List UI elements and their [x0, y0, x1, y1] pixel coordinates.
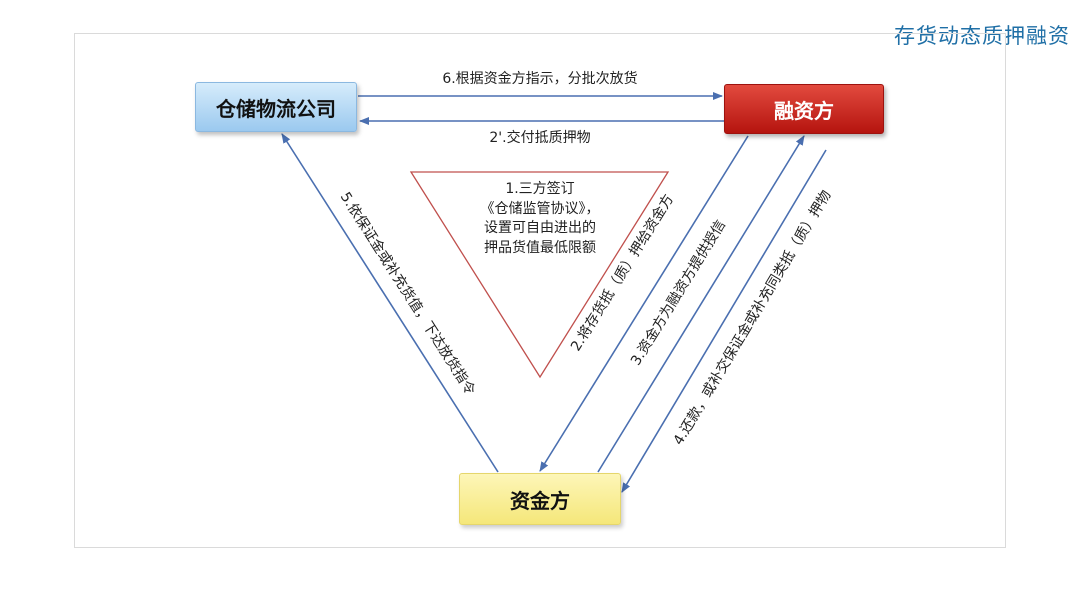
label-step4: 4.还款，或补交保证金或补充同类抵（质）押物 — [670, 187, 835, 448]
label-step6: 6.根据资金方指示，分批次放货 — [442, 70, 637, 87]
agreement-line-3: 设置可自由进出的 — [484, 220, 596, 236]
diagram-frame — [74, 33, 1006, 548]
agreement-text: 1.三方签订 《仓储监管协议》， 设置可自由进出的 押品货值最低限额 — [455, 180, 625, 258]
arrow-step3 — [597, 135, 805, 473]
arrow-step2 — [539, 135, 749, 472]
node-financier: 融资方 — [724, 84, 884, 134]
arrow-step4 — [621, 149, 827, 493]
label-step2b: 2'.交付抵质押物 — [489, 129, 590, 146]
agreement-line-2: 《仓储监管协议》， — [480, 200, 600, 217]
arrow-step5 — [281, 133, 499, 473]
node-fund-provider: 资金方 — [459, 473, 621, 525]
page-title: 存货动态质押融资 — [894, 24, 1070, 48]
agreement-line-1: 1.三方签订 — [505, 181, 575, 197]
agreement-line-4: 押品货值最低限额 — [484, 239, 596, 256]
agreement-triangle — [409, 171, 670, 379]
node-logistics-company: 仓储物流公司 — [195, 82, 357, 132]
